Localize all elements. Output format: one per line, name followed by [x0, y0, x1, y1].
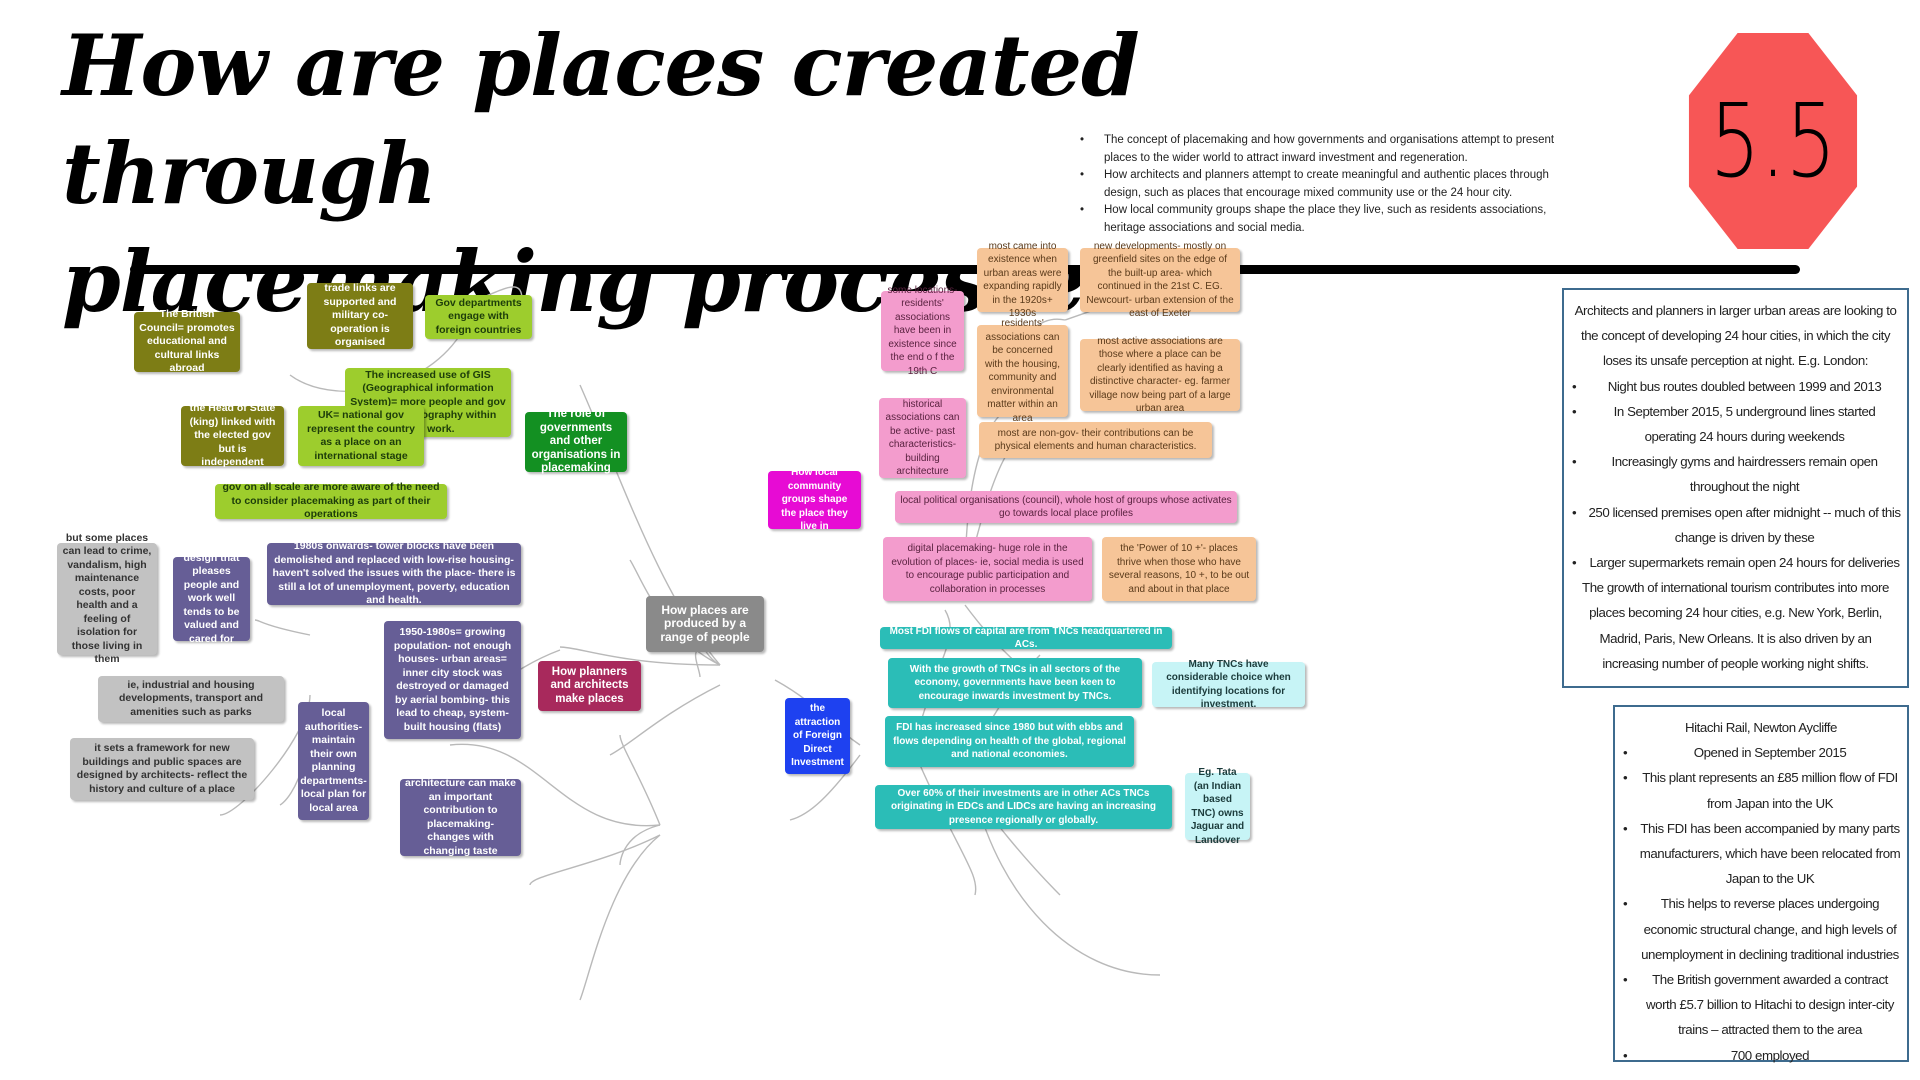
list-item: 250 licensed premises open after midnigh…	[1570, 500, 1901, 550]
list-item: Opened in September 2015	[1621, 740, 1901, 765]
list-item: This plant represents an £85 million flo…	[1621, 765, 1901, 815]
list-item: Larger supermarkets remain open 24 hours…	[1570, 550, 1901, 575]
list-item: 700 employed	[1621, 1043, 1901, 1068]
connector	[579, 834, 661, 1001]
node-crime: but some places can lead to crime, vanda…	[57, 532, 157, 665]
node-fdi-hub: the attraction of Foreign Direct Investm…	[785, 698, 850, 774]
section-badge: 5.5	[1688, 33, 1858, 249]
objective-item: How architects and planners attempt to c…	[1080, 167, 1580, 202]
node-choice: Many TNCs have considerable choice when …	[1152, 659, 1305, 710]
connector	[619, 824, 661, 866]
node-fdi-increased: FDI has increased since 1980 but with eb…	[885, 716, 1134, 767]
node-trade-links: trade links are supported and military c…	[307, 282, 413, 349]
case-study-hitachi: Hitachi Rail, Newton Aycliffe Opened in …	[1613, 705, 1909, 1068]
case-study-24-hour-city: Architects and planners in larger urban …	[1562, 288, 1909, 688]
node-gov-departments: Gov departments engage with foreign coun…	[425, 295, 532, 339]
node-design: design that pleases people and work well…	[173, 552, 250, 645]
node-local-authorities: local authorities- maintain their own pl…	[298, 702, 369, 820]
node-uk-national-gov: UK= national gov represent the country a…	[298, 406, 424, 466]
node-planners-hub: How planners and architects make places	[538, 661, 641, 711]
connector	[559, 646, 721, 666]
node-most-fdi-flows: Most FDI flows of capital are from TNCs …	[880, 626, 1172, 650]
connector	[449, 743, 661, 827]
case-24h-outro: The growth of international tourism cont…	[1582, 580, 1889, 671]
objective-item: The concept of placemaking and how gover…	[1080, 132, 1580, 167]
mind-map: trade links are supported and military c…	[57, 241, 1860, 1080]
connector	[529, 834, 661, 886]
node-residents-concern: residents' associations can be concerned…	[977, 318, 1068, 424]
node-sixty-percent: Over 60% of their investments are in oth…	[875, 785, 1172, 829]
node-political: local political organisations (council),…	[895, 491, 1237, 523]
node-new-developments: new developments- mostly on greenfield s…	[1080, 241, 1240, 319]
list-item: This helps to reverse places undergoing …	[1621, 891, 1901, 967]
connector	[694, 649, 701, 678]
node-tnc-growth: With the growth of TNCs in all sectors o…	[888, 658, 1142, 708]
node-tata: Eg. Tata (an Indian based TNC) owns Jagu…	[1185, 767, 1250, 846]
list-item: In September 2015, 5 underground lines s…	[1570, 399, 1901, 449]
node-power-of-10: the 'Power of 10 +'- places thrive when …	[1102, 537, 1256, 601]
node-digital: digital placemaking- huge role in the ev…	[883, 537, 1092, 601]
title-divider	[130, 265, 1800, 274]
node-non-gov: most are non-gov- their contributions ca…	[979, 422, 1212, 458]
case-24h-intro: Architects and planners in larger urban …	[1574, 303, 1897, 369]
node-industrial: ie, industrial and housing developments,…	[98, 676, 284, 722]
list-item: This FDI has been accompanied by many pa…	[1621, 816, 1901, 892]
node-center: How places are produced by a range of pe…	[646, 596, 764, 652]
connector	[609, 684, 721, 756]
node-head-of-state: the Head of State (king) linked with the…	[181, 402, 284, 468]
objectives-list: The concept of placemaking and how gover…	[1080, 132, 1580, 237]
list-item: Night bus routes doubled between 1999 an…	[1570, 374, 1901, 399]
node-architecture: architecture can make an important contr…	[400, 777, 521, 857]
node-residents-since: some locations- residents' associations …	[881, 285, 964, 377]
title-line-1: How are places created through	[62, 16, 1140, 223]
node-framework: it sets a framework for new buildings an…	[70, 738, 254, 800]
node-all-scale: gov on all scale are more aware of the n…	[215, 481, 447, 520]
connector	[619, 734, 661, 826]
connector	[789, 754, 861, 821]
list-item: The British government awarded a contrac…	[1621, 967, 1901, 1043]
node-british-council: The British Council= promotes educationa…	[134, 308, 240, 374]
node-most-came: most came into existence when urban area…	[977, 241, 1068, 319]
objective-item: How local community groups shape the pla…	[1080, 202, 1580, 237]
case-24h-points: Night bus routes doubled between 1999 an…	[1570, 374, 1901, 576]
case-hitachi-heading: Hitachi Rail, Newton Aycliffe	[1684, 720, 1837, 735]
connector	[254, 619, 311, 636]
node-1950-1980s: 1950-1980s= growing population- not enou…	[384, 621, 521, 739]
node-governments-hub: The role of governments and other organi…	[525, 408, 627, 474]
list-item: Increasingly gyms and hairdressers remai…	[1570, 449, 1901, 499]
node-gis: The increased use of GIS (Geographical i…	[345, 368, 511, 437]
connector	[974, 794, 1161, 976]
node-most-active: most active associations are those where…	[1080, 336, 1240, 414]
node-1980s: 1980s onwards- tower blocks have been de…	[267, 540, 521, 606]
case-hitachi-points: Opened in September 2015 This plant repr…	[1621, 740, 1901, 1068]
node-historical: historical associations can be active- p…	[879, 398, 966, 478]
node-community-hub: How local community groups shape the pla…	[768, 467, 861, 532]
